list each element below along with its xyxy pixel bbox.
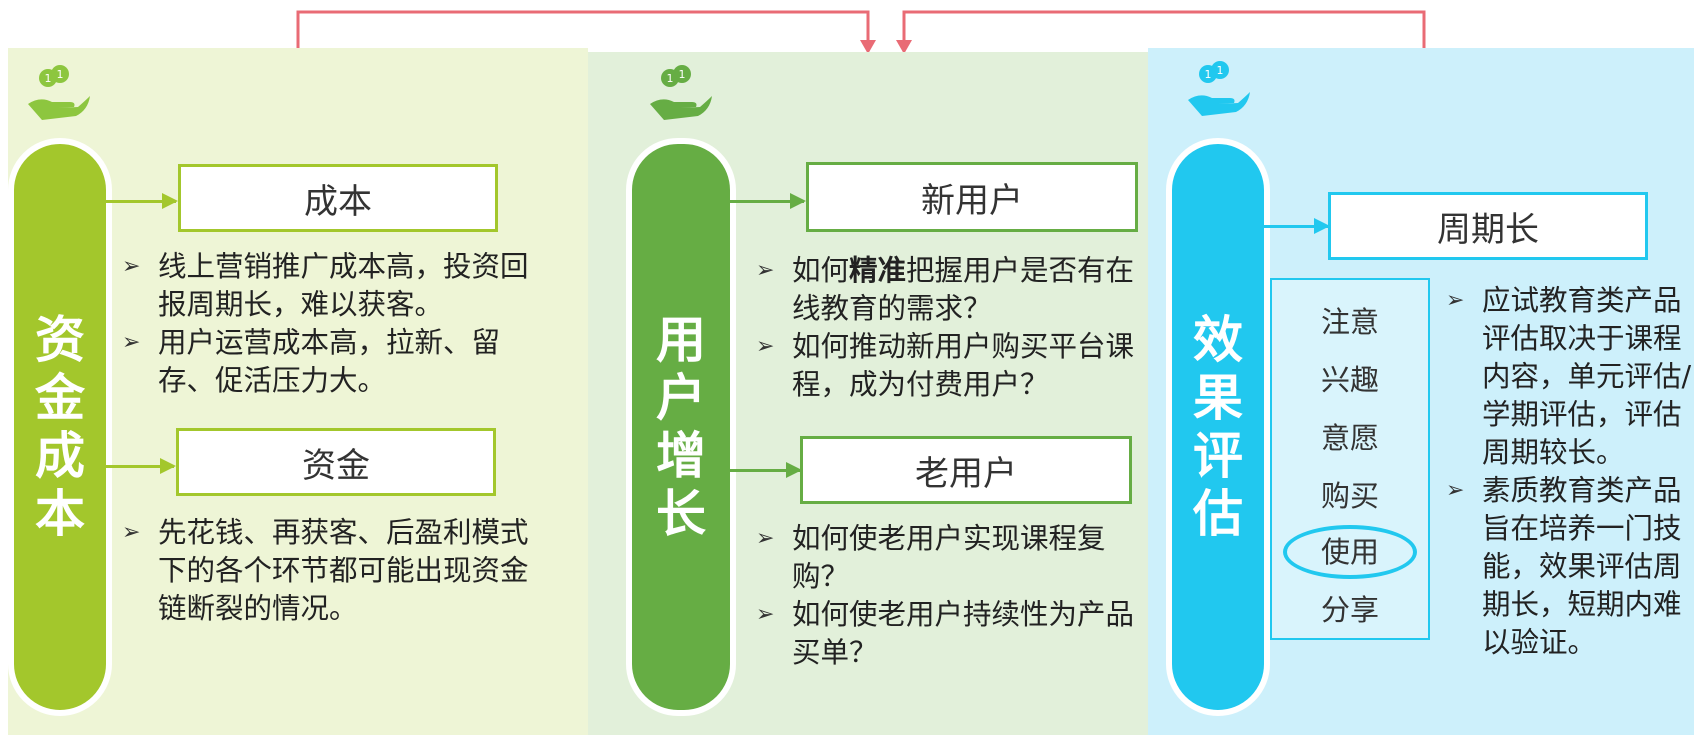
list-item: 如何精准把握用户是否有在线教育的需求？ — [756, 252, 1142, 328]
list-item: 先花钱、再获客、后盈利模式下的各个环节都可能出现资金链断裂的情况。 — [122, 514, 542, 628]
list-item: 线上营销推广成本高，投资回报周期长，难以获客。 — [122, 248, 542, 324]
hand-coins-icon: 1 1 — [650, 65, 712, 120]
list-item: 如何使老用户持续性为产品买单？ — [756, 596, 1142, 672]
arrow-to-cost — [106, 193, 178, 209]
connector-left — [296, 10, 870, 48]
bullet-suffix: 把握用户是否有在线教育的需求？ — [792, 254, 1135, 325]
svg-text:1: 1 — [57, 68, 64, 81]
hand-coins-icon: 1 1 — [1188, 61, 1250, 116]
pill-user-growth: 用户增长 — [626, 138, 736, 716]
list-item: 如何使老用户实现课程复购？ — [756, 520, 1142, 596]
section-label: 老用户 — [915, 453, 1017, 494]
label-box-long-cycle: 周期长 — [1328, 192, 1648, 260]
funnel-stage-attention: 注意 — [1320, 305, 1379, 339]
top-connectors — [296, 10, 1426, 54]
funnel-stage-share: 分享 — [1320, 593, 1379, 627]
arrow-to-funds — [106, 458, 176, 474]
svg-text:1: 1 — [679, 68, 686, 81]
column-title: 用户增长 — [656, 311, 706, 543]
funnel-stage-intent: 意愿 — [1320, 421, 1379, 455]
svg-text:1: 1 — [1205, 68, 1212, 81]
bullet-prefix: 如何 — [792, 254, 850, 287]
list-item: 素质教育类产品旨在培养一门技能，效果评估周期长，短期内难以验证。 — [1446, 472, 1692, 662]
arrow-to-old-users — [730, 462, 802, 478]
highlight-ring-use — [1283, 525, 1417, 579]
column-title: 效果评估 — [1193, 311, 1243, 543]
svg-text:1: 1 — [45, 72, 52, 85]
bullet-list-cost: 线上营销推广成本高，投资回报周期长，难以获客。 用户运营成本高，拉新、留存、促活… — [122, 248, 542, 400]
connector-right — [902, 10, 1426, 48]
section-label: 成本 — [304, 181, 372, 222]
svg-text:1: 1 — [1217, 64, 1224, 77]
section-label: 周期长 — [1437, 209, 1539, 250]
hand-coins-icon: 1 1 — [28, 65, 90, 120]
bullet-list-funds: 先花钱、再获客、后盈利模式下的各个环节都可能出现资金链断裂的情况。 — [122, 514, 542, 628]
label-box-funds: 资金 — [176, 428, 496, 496]
bullet-list-new-users: 如何精准把握用户是否有在线教育的需求？ 如何推动新用户购买平台课程，成为付费用户… — [756, 252, 1142, 404]
diagram-title — [0, 0, 1694, 8]
connector-right-arrowhead — [896, 40, 912, 54]
svg-text:1: 1 — [667, 72, 674, 85]
list-item: 如何推动新用户购买平台课程，成为付费用户？ — [756, 328, 1142, 404]
column-title: 资金成本 — [35, 311, 85, 543]
label-box-new-users: 新用户 — [806, 162, 1138, 232]
bullet-list-old-users: 如何使老用户实现课程复购？ 如何使老用户持续性为产品买单？ — [756, 520, 1142, 672]
label-box-old-users: 老用户 — [800, 436, 1132, 504]
list-item: 应试教育类产品评估取决于课程内容，单元评估/学期评估，评估周期较长。 — [1446, 282, 1692, 472]
section-label: 新用户 — [921, 180, 1023, 221]
arrow-to-long-cycle — [1264, 218, 1330, 234]
funnel-stage-interest: 兴趣 — [1320, 363, 1379, 397]
bullet-list-long-cycle: 应试教育类产品评估取决于课程内容，单元评估/学期评估，评估周期较长。 素质教育类… — [1446, 282, 1692, 662]
funnel-stage-purchase: 购买 — [1320, 479, 1379, 513]
funnel-stage-box: 注意 兴趣 意愿 购买 使用 分享 — [1270, 278, 1430, 640]
bullet-emphasis: 精准 — [849, 254, 907, 287]
connector-left-arrowhead — [860, 40, 876, 54]
arrow-to-new-users — [730, 193, 806, 209]
label-box-cost: 成本 — [178, 164, 498, 232]
section-label: 资金 — [302, 445, 370, 486]
pill-effect-evaluation: 效果评估 — [1166, 138, 1270, 716]
pill-funding-cost: 资金成本 — [8, 138, 112, 716]
list-item: 用户运营成本高，拉新、留存、促活压力大。 — [122, 324, 542, 400]
